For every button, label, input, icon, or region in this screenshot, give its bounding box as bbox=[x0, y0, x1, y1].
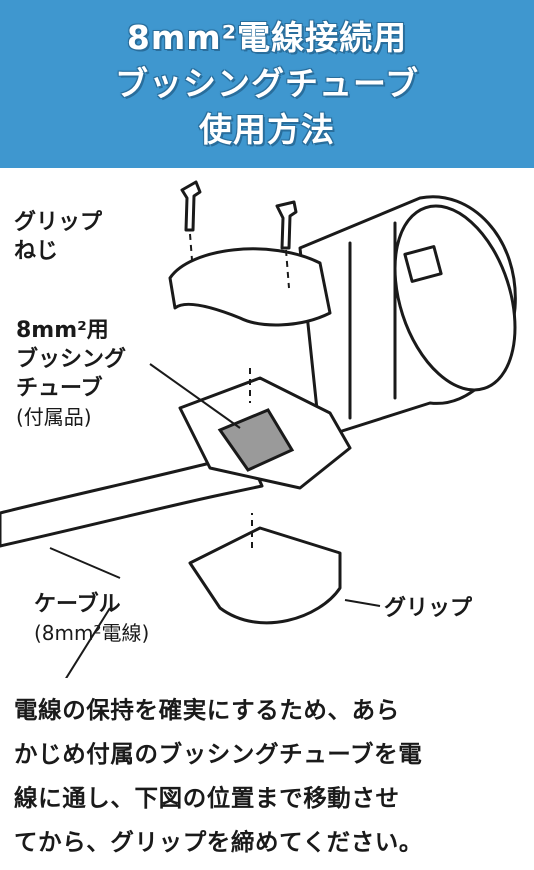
lower-grip-drawing bbox=[188, 526, 342, 625]
instruction-line-3: 線に通し、下図の位置まで移動させ bbox=[14, 784, 400, 812]
instruction-line-2: かじめ付属のブッシングチューブを電 bbox=[14, 740, 423, 768]
title-line-1: 8mm²電線接続用 bbox=[126, 18, 408, 57]
instruction-line-4: てから、グリップを締めてください。 bbox=[14, 828, 423, 856]
screw-left-drawing bbox=[180, 180, 202, 232]
label-grip-screw: グリップ ねじ bbox=[14, 208, 102, 266]
instruction-text: 電線の保持を確実にするため、あら かじめ付属のブッシングチューブを電 線に通し、… bbox=[14, 688, 524, 864]
upper-grip-drawing bbox=[168, 247, 332, 327]
title-line-2: ブッシングチューブ bbox=[114, 64, 420, 103]
switch-drawing bbox=[403, 245, 443, 283]
instruction-line-1: 電線の保持を確実にするため、あら bbox=[14, 696, 400, 724]
label-grip: グリップ bbox=[384, 594, 472, 623]
label-bushing-tube-line4: (付属品) bbox=[16, 405, 92, 429]
title-line-3: 使用方法 bbox=[199, 110, 335, 149]
assembly-illustration: グリップ ねじ 8mm²用 ブッシング チューブ (付属品) ケーブル (8mm… bbox=[0, 168, 534, 678]
label-grip-screw-line1: グリップ bbox=[14, 210, 103, 235]
title-banner: 8mm²電線接続用 ブッシングチューブ 使用方法 bbox=[0, 0, 534, 168]
label-cable-line2: (8mm²電線) bbox=[34, 621, 150, 645]
label-bushing-tube-line3: チューブ bbox=[16, 376, 103, 401]
label-cable: ケーブル (8mm²電線) bbox=[34, 590, 149, 648]
label-bushing-tube-line2: ブッシング bbox=[16, 347, 127, 372]
label-cable-line1: ケーブル bbox=[34, 592, 121, 617]
cable-drawing bbox=[0, 456, 264, 548]
screw-right-drawing bbox=[275, 200, 298, 250]
label-bushing-tube-line1: 8mm²用 bbox=[16, 318, 109, 343]
label-grip-text: グリップ bbox=[384, 596, 473, 621]
label-grip-screw-line2: ねじ bbox=[14, 239, 59, 264]
assembly-diagram bbox=[0, 180, 517, 678]
label-bushing-tube: 8mm²用 ブッシング チューブ (付属品) bbox=[16, 316, 126, 432]
bushing-tube-drawing bbox=[217, 408, 295, 472]
